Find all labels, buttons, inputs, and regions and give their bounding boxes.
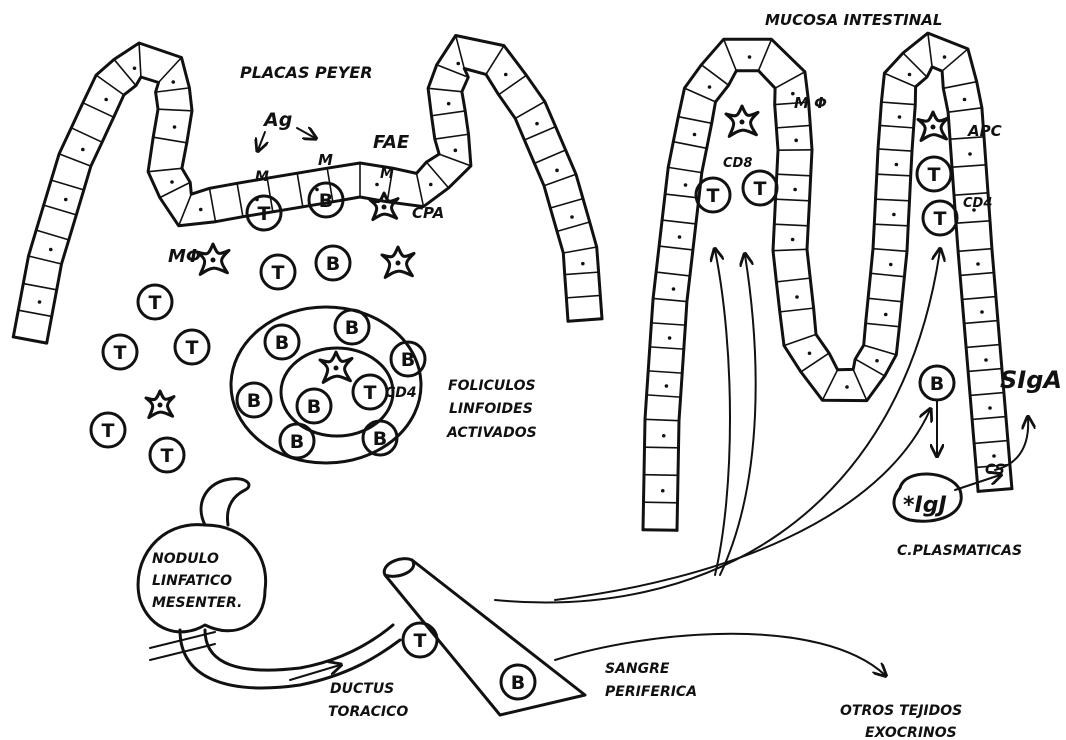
cell-t-sub: T xyxy=(261,255,295,289)
intestinal-villi-epithelium xyxy=(643,33,1012,530)
label-macrophage-right: M Φ xyxy=(794,94,827,112)
svg-text:B: B xyxy=(275,332,289,354)
apc-follicle xyxy=(320,352,352,382)
svg-text:T: T xyxy=(102,420,115,442)
label-blood-2: PERIFERICA xyxy=(605,684,697,700)
svg-text:T: T xyxy=(364,382,377,404)
svg-text:B: B xyxy=(345,317,359,339)
cell-b-foll5: B xyxy=(297,389,331,423)
svg-text:T: T xyxy=(754,178,767,200)
cell-b-foll1: B xyxy=(265,325,299,359)
cell-t-left5: T xyxy=(150,438,184,472)
label-igj: *IgJ xyxy=(903,493,947,518)
label-other-2: EXOCRINOS xyxy=(865,725,957,740)
cell-t-left1: T xyxy=(138,285,172,319)
svg-text:B: B xyxy=(511,672,525,694)
label-duct-1: DUCTUS xyxy=(330,681,394,697)
svg-text:B: B xyxy=(290,431,304,453)
cell-b-vessel: B xyxy=(501,665,535,699)
svg-text:T: T xyxy=(149,292,162,314)
svg-text:B: B xyxy=(326,253,340,275)
label-follicle-2: LINFOIDES xyxy=(449,401,533,417)
cell-t-dome: T xyxy=(247,196,281,230)
cell-b-foll2: B xyxy=(335,310,369,344)
cell-b-plasma: B xyxy=(920,366,954,400)
arrow-to-villus1-left xyxy=(715,250,730,575)
cell-t-foll: T xyxy=(353,375,387,409)
cell-t-villus2b: T xyxy=(923,201,957,235)
arrow-to-villus2 xyxy=(495,250,940,602)
svg-text:B: B xyxy=(307,396,321,418)
cell-t-left2: T xyxy=(103,335,137,369)
label-apc: APC xyxy=(967,122,1002,140)
label-node-1: NODULO xyxy=(152,551,219,567)
cell-b-sub: B xyxy=(316,246,350,280)
apc-villus2 xyxy=(918,112,948,141)
label-macrophage-left: MΦ xyxy=(168,246,201,267)
svg-text:T: T xyxy=(928,164,941,186)
macrophage-villus1 xyxy=(726,106,758,136)
arrow-to-villus1-right xyxy=(720,255,756,575)
svg-text:B: B xyxy=(247,390,261,412)
arrow-to-plasma-b xyxy=(555,410,930,600)
svg-text:B: B xyxy=(930,373,944,395)
svg-text:T: T xyxy=(414,630,427,652)
svg-text:T: T xyxy=(258,203,271,225)
label-other-1: OTROS TEJIDOS xyxy=(840,703,962,719)
lymph-vessel-loop xyxy=(201,479,249,525)
label-m3: M xyxy=(380,166,394,182)
label-m2: M xyxy=(318,151,333,169)
svg-text:T: T xyxy=(114,342,127,364)
apc-right xyxy=(382,247,414,277)
svg-text:B: B xyxy=(319,190,333,212)
label-plasma: C.PLASMATICAS xyxy=(897,543,1022,559)
label-sigA: SIgA xyxy=(1000,366,1062,394)
label-cd4-follicle: CD4 xyxy=(385,385,417,401)
svg-text:T: T xyxy=(186,337,199,359)
label-fae: FAE xyxy=(373,132,410,153)
cell-t-left4: T xyxy=(91,413,125,447)
svg-text:B: B xyxy=(373,428,387,450)
apc-left-bottom xyxy=(146,391,174,418)
title-mucosa: MUCOSA INTESTINAL xyxy=(765,11,942,29)
cell-b-foll4: B xyxy=(237,383,271,417)
cell-b-foll6: B xyxy=(280,424,314,458)
cell-t-left3: T xyxy=(175,330,209,364)
label-duct-2: TORACICO xyxy=(328,704,408,720)
label-follicle-1: FOLICULOS xyxy=(448,378,536,394)
label-cpa: CPA xyxy=(412,204,444,222)
svg-text:T: T xyxy=(707,185,720,207)
svg-text:T: T xyxy=(272,262,285,284)
arrow-ag-right xyxy=(297,128,315,138)
cell-t-villus1b: T xyxy=(743,171,777,205)
label-cd4-villus: CD4 xyxy=(963,196,992,211)
label-node-3: MESENTER. xyxy=(152,595,242,611)
svg-text:T: T xyxy=(161,445,174,467)
svg-text:B: B xyxy=(401,349,415,371)
svg-text:T: T xyxy=(934,208,947,230)
arrow-ag-left xyxy=(258,132,265,150)
label-cd8: CD8 xyxy=(723,156,752,171)
label-sc: CS xyxy=(985,462,1005,478)
cell-t-vessel: T xyxy=(403,623,437,657)
label-follicle-3: ACTIVADOS xyxy=(446,425,537,441)
label-blood-1: SANGRE xyxy=(605,661,670,677)
thoracic-duct-vessel xyxy=(180,625,400,688)
cell-t-villus2a: T xyxy=(917,157,951,191)
title-peyer: PLACAS PEYER xyxy=(240,63,373,82)
label-m1: M xyxy=(255,169,269,185)
cell-b-foll7: B xyxy=(363,421,397,455)
macrophage-left xyxy=(197,244,229,274)
label-node-2: LINFATICO xyxy=(152,573,232,589)
cell-t-villus1a: T xyxy=(696,178,730,212)
label-ag: Ag xyxy=(262,109,292,131)
apc-dome xyxy=(370,193,398,220)
